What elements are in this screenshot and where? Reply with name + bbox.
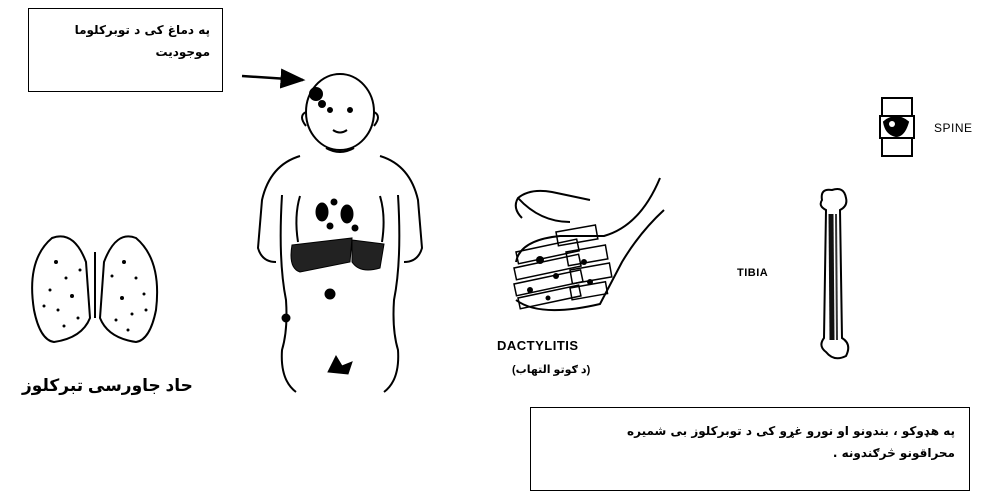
- spine-vertebra: [880, 98, 914, 156]
- dactylitis-label: DACTYLITIS: [497, 338, 579, 353]
- dactylitis-fingers: [514, 225, 612, 309]
- pointer-arrow: [242, 76, 303, 80]
- child-figure: [258, 74, 422, 392]
- spine-label: SPINE: [934, 121, 973, 135]
- tibia-label: TIBIA: [737, 267, 768, 279]
- tibia-bone: [821, 189, 849, 358]
- dactylitis-hand: [516, 178, 664, 310]
- dactylitis-subtitle: (د ګوتو التهاب): [512, 363, 590, 376]
- miliary-tb-label: حاد جاورسی تبرکلوز: [22, 376, 193, 396]
